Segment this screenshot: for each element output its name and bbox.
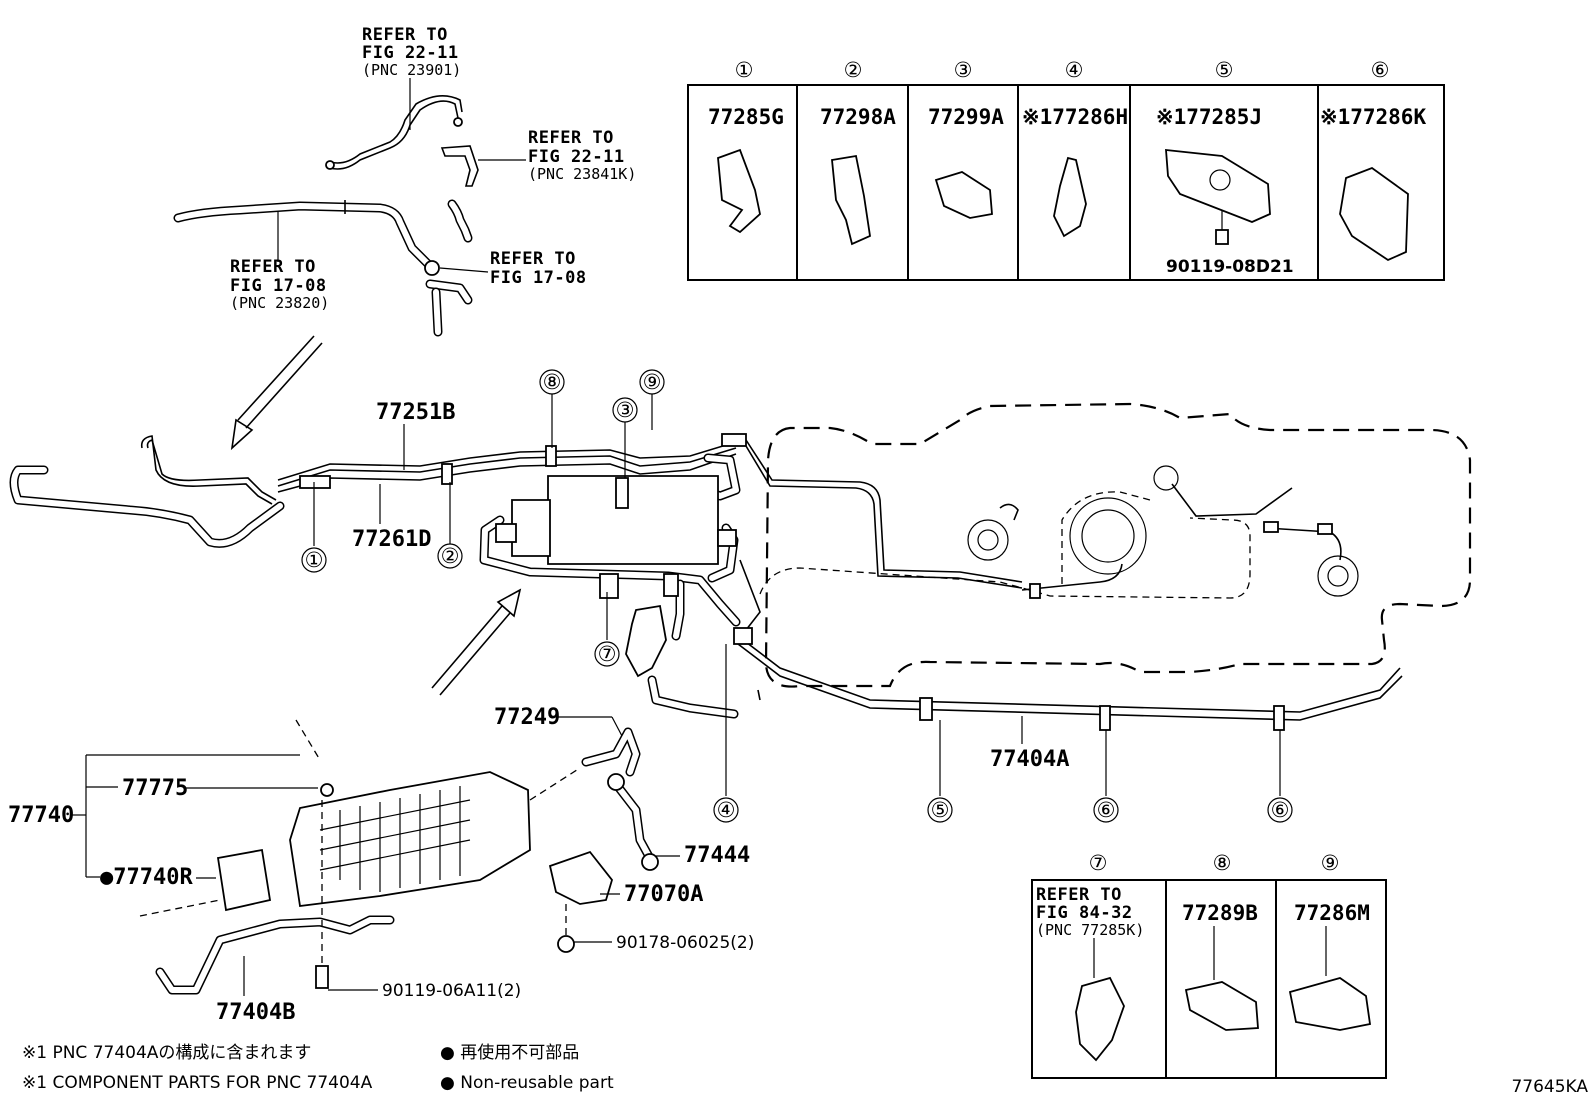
ref2-line2: FIG 22-11 [528, 147, 625, 167]
box-ref-line3: (PNC 77285K) [1036, 921, 1144, 939]
callout-9: ⑨ [643, 370, 662, 394]
callouts: ① ② ③ ⑧ ⑨ ⑦ ④ ⑤ ⑥ ⑥ [301, 369, 1293, 823]
ref3-line2: FIG 17-08 [230, 276, 327, 296]
part-77261D: 77261D [352, 527, 431, 552]
figure-code: 77645KA [1511, 1077, 1588, 1097]
callout-4: ④ [717, 798, 736, 822]
part-77444: 77444 [684, 843, 750, 868]
part-77775: 77775 [122, 776, 188, 801]
ref1-line1: REFER TO [362, 25, 448, 45]
clip-77299A-icon [934, 171, 993, 219]
box-num-8: ⑧ [1213, 851, 1232, 875]
ref1-line3: (PNC 23901) [362, 61, 461, 79]
note-en-nonreusable: ● Non-reusable part [440, 1073, 614, 1093]
notes: ※1 PNC 77404Aの構成に含まれます ※1 COMPONENT PART… [22, 1042, 1588, 1097]
ref4-line2: FIG 17-08 [490, 268, 587, 288]
box-num-7: ⑦ [1089, 851, 1108, 875]
note-jp-component: ※1 PNC 77404Aの構成に含まれます [22, 1043, 311, 1063]
box-ref-line2: FIG 84-32 [1036, 903, 1133, 923]
box-num-4: ④ [1065, 58, 1084, 82]
box-num-6: ⑥ [1371, 58, 1390, 82]
box-num-2: ② [844, 58, 863, 82]
box-num-5: ⑤ [1215, 58, 1234, 82]
box-part-77285J: ※177285J [1156, 105, 1262, 129]
ref4-line1: REFER TO [490, 249, 576, 269]
box-part-77285G: 77285G [708, 105, 784, 129]
clip-77286K-icon [1339, 166, 1409, 262]
part-labels: 77251B 77261D 77249 77740 77775 ●77740R … [8, 400, 1069, 1025]
box-part-77286H: ※177286H [1022, 105, 1128, 129]
ref3-line1: REFER TO [230, 257, 316, 277]
direction-arrows [230, 335, 522, 696]
part-90119-06A11: 90119-06A11(2) [382, 981, 521, 1001]
callout-2: ② [441, 544, 460, 568]
box-part-77286K: ※177286K [1320, 105, 1426, 129]
part-77740R: ●77740R [100, 865, 193, 890]
canister-lower [139, 719, 659, 995]
clip-77285J-icon [1165, 148, 1271, 223]
part-77404A: 77404A [990, 747, 1069, 772]
box-bolt-90119-08D21: 90119-08D21 [1166, 257, 1294, 277]
clip-77285G-icon [717, 148, 761, 234]
part-90178-06025: 90178-06025(2) [616, 933, 754, 953]
part-77740: 77740 [8, 803, 74, 828]
clip-77298A-icon [831, 154, 871, 246]
callout-7: ⑦ [598, 642, 617, 666]
note-en-component: ※1 COMPONENT PARTS FOR PNC 77404A [22, 1073, 373, 1093]
callout-5: ⑤ [931, 798, 950, 822]
canister-upper [495, 475, 737, 599]
ref2-line3: (PNC 23841K) [528, 165, 636, 183]
fuel-tank-outline [759, 402, 1472, 688]
box-part-77298A: 77298A [820, 105, 896, 129]
part-77404B: 77404B [216, 1000, 295, 1025]
bottom-parts-box: ⑦ ⑧ ⑨ REFER TO FIG 84-32 (PNC 77285K) 77… [1031, 851, 1387, 1079]
callout-1: ① [305, 548, 324, 572]
top-parts-box: ① ② ③ ④ ⑤ ⑥ 77285G 77298A 77299A ※177286… [687, 58, 1445, 281]
part-77070A: 77070A [624, 882, 703, 907]
clip-77285K-icon [1075, 976, 1125, 1062]
clip-77286H-icon [1053, 156, 1087, 238]
box-part-77299A: 77299A [928, 105, 1004, 129]
callout-6b: ⑥ [1271, 798, 1290, 822]
clip-77286M-icon [1288, 977, 1372, 1031]
callout-8: ⑧ [543, 370, 562, 394]
part-77249: 77249 [494, 705, 560, 730]
callout-3: ③ [616, 398, 635, 422]
note-jp-nonreusable: ● 再使用不可部品 [440, 1042, 579, 1063]
callout-6a: ⑥ [1097, 798, 1116, 822]
ref1-line2: FIG 22-11 [362, 43, 459, 63]
top-ref-labels: REFER TO FIG 22-11 (PNC 23901) REFER TO … [230, 25, 636, 312]
box-num-1: ① [735, 58, 754, 82]
ref2-line1: REFER TO [528, 128, 614, 148]
box-ref-line1: REFER TO [1036, 885, 1122, 905]
part-77251B: 77251B [376, 400, 455, 425]
box-part-77286M: 77286M [1294, 901, 1370, 925]
box-num-3: ③ [954, 58, 973, 82]
box-num-9: ⑨ [1321, 851, 1340, 875]
top-ref-pipes [173, 95, 479, 337]
ref3-line3: (PNC 23820) [230, 294, 329, 312]
clip-77289B-icon [1184, 981, 1259, 1031]
box-part-77289B: 77289B [1182, 901, 1258, 925]
